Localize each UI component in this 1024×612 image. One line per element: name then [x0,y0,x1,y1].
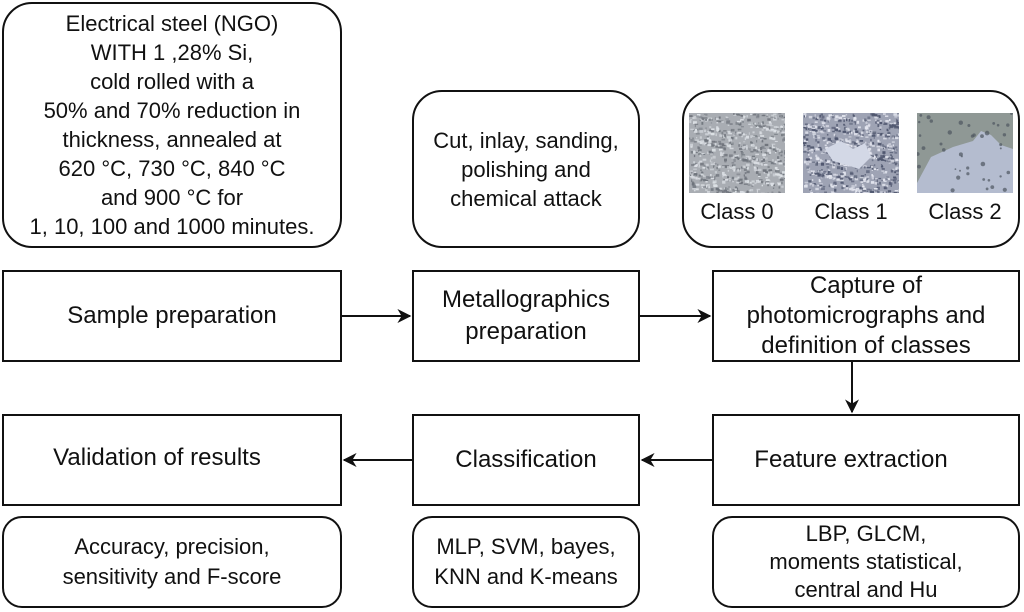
micrograph-class-2 [917,113,1013,193]
classifiers-note-box: MLP, SVM, bayes, KNN and K-means [412,516,640,608]
class-samples: Class 0 Class 1 Class 2 [689,113,1013,225]
classifiers-note-text: MLP, SVM, bayes, KNN and K-means [434,534,618,589]
features-note-text: LBP, GLCM, moments statistical, central … [769,521,963,602]
metallography-note-box: Cut, inlay, sanding, polishing and chemi… [412,90,640,248]
step-sample-preparation: Sample preparation [2,270,342,362]
step-validation-label: Validation of results [53,444,261,471]
step-capture-label: Capture of photomicrographs and definiti… [746,272,986,359]
class-item-1: Class 1 [803,113,899,225]
metrics-note-box: Accuracy, precision, sensitivity and F-s… [2,516,342,608]
step-classification: Classification [412,414,640,506]
step-feature-extraction: Feature extraction [712,414,1020,506]
metallography-note-text: Cut, inlay, sanding, polishing and chemi… [433,127,619,211]
micrograph-class-0 [689,113,785,193]
step-validation: Validation of results [2,414,342,506]
step-capture: Capture of photomicrographs and definiti… [712,270,1020,362]
features-note-box: LBP, GLCM, moments statistical, central … [712,516,1020,608]
metrics-note-text: Accuracy, precision, sensitivity and F-s… [62,534,282,589]
step-metallographics-preparation: Metallographics preparation [412,270,640,362]
step-metallographics-preparation-label: Metallographics preparation [441,286,611,345]
class-label-1: Class 1 [814,199,888,224]
material-note-box: Electrical steel (NGO) WITH 1 ,28% Si, c… [2,2,342,248]
classes-note-box: Class 0 Class 1 Class 2 [682,90,1020,248]
class-label-2: Class 2 [928,199,1002,224]
step-sample-preparation-label: Sample preparation [67,302,277,329]
micrograph-class-1 [803,113,899,193]
step-feature-extraction-label: Feature extraction [754,446,948,473]
class-item-2: Class 2 [917,113,1013,225]
class-item-0: Class 0 [689,113,785,225]
material-note-text: Electrical steel (NGO) WITH 1 ,28% Si, c… [29,11,315,239]
class-label-0: Class 0 [700,199,774,224]
step-classification-label: Classification [455,446,597,473]
